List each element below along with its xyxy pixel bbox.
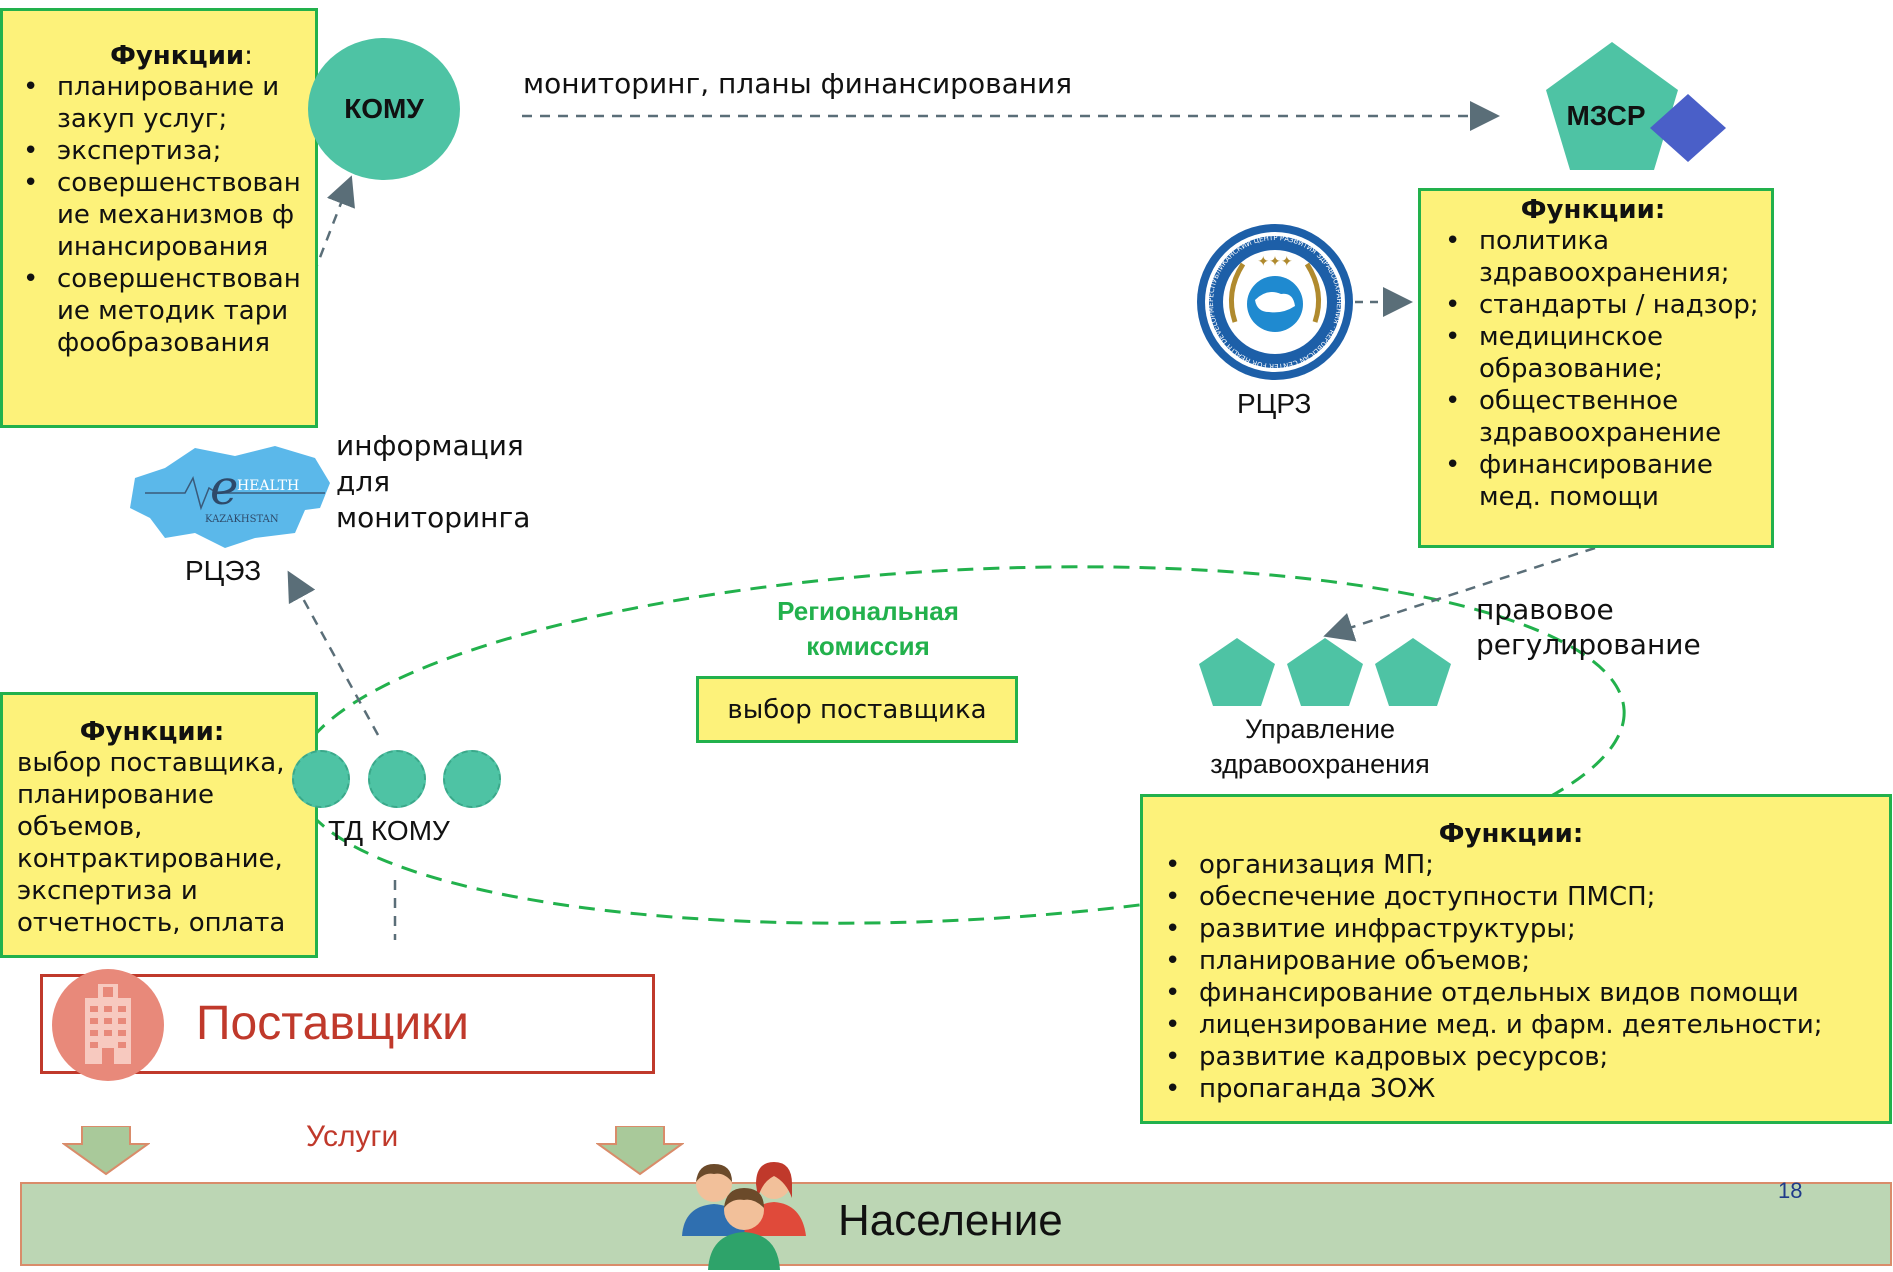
- hospital-icon: [52, 969, 164, 1081]
- komu-functions-title: Функции:: [110, 41, 253, 71]
- mzsr-diamond: [1650, 94, 1726, 162]
- health-admin-function-item: финансирование отдельных видов помощи: [1165, 977, 1879, 1009]
- health-admin-label: Управление здравоохранения: [1210, 714, 1430, 779]
- regional-commission-title: Региональная комиссия: [777, 596, 959, 661]
- td-komu-functions-title: Функции:: [79, 717, 225, 747]
- health-admin-function-item: пропаганда ЗОЖ: [1165, 1073, 1879, 1105]
- komu-label: КОМУ: [344, 93, 424, 124]
- providers-label: Поставщики: [196, 997, 469, 1050]
- mzsr-node: [1546, 42, 1726, 170]
- page-number: 18: [1778, 1178, 1803, 1203]
- health-admin-node: [1199, 638, 1451, 706]
- services-arrow-left: [62, 1126, 150, 1176]
- health-admin-function-item: развитие кадровых ресурсов;: [1165, 1041, 1879, 1073]
- ehealth-country-text: KAZAKHSTAN: [205, 514, 279, 525]
- komu-function-item: совершенствование методик тарифообразова…: [23, 263, 305, 359]
- mzsr-function-item: стандарты / надзор;: [1445, 289, 1765, 321]
- td-komu-label: ТД КОМУ: [328, 815, 450, 846]
- mzsr-function-item: общественное здравоохранение: [1445, 385, 1765, 449]
- td-komu-to-rcez-arrow: [287, 570, 380, 736]
- health-admin-function-item: лицензирование мед. и фарм. деятельности…: [1165, 1009, 1879, 1041]
- ehealth-kazakhstan-logo: e HEALTH KAZAKHSTAN: [130, 446, 330, 548]
- mzsr-label: МЗСР: [1566, 100, 1646, 131]
- mzsr-functions-title: Функции:: [1520, 195, 1666, 225]
- health-admin-function-item: обеспечение доступности ПМСП;: [1165, 881, 1879, 913]
- mzsr-function-item: финансирование мед. помощи: [1445, 449, 1765, 513]
- info-monitoring-label: информация для мониторинга: [336, 429, 531, 534]
- rcrz-label: РЦРЗ: [1237, 388, 1312, 419]
- provider-selection-label: выбор поставщика: [727, 694, 987, 725]
- ehealth-health-text: HEALTH: [237, 478, 299, 494]
- svg-text:✦✦✦: ✦✦✦: [1257, 254, 1292, 270]
- komu-function-item: совершенствование механизмов финансирова…: [23, 167, 305, 263]
- legal-regulation-arrow: [1323, 546, 1596, 642]
- health-admin-pentagon: [1287, 638, 1363, 706]
- komu-functions-box: Функции: планирование и закуп услуг; экс…: [0, 8, 318, 428]
- td-komu-functions-text: выбор поставщика, планирование объемов, …: [17, 748, 286, 938]
- komu-node: КОМУ: [308, 38, 460, 180]
- mzsr-function-item: медицинское образование;: [1445, 321, 1765, 385]
- legal-regulation-label: правовое регулирование: [1476, 593, 1701, 661]
- population-bar: [20, 1182, 1892, 1266]
- health-admin-functions-title: Функции:: [1438, 819, 1584, 849]
- td-komu-node: [292, 750, 350, 808]
- komu-function-item: планирование и закуп услуг;: [23, 71, 305, 135]
- health-admin-functions-box: Функции: организация МП; обеспечение дос…: [1140, 794, 1892, 1124]
- mzsr-functions-box: Функции: политика здравоохранения; станд…: [1418, 188, 1774, 548]
- ehealth-e: e: [210, 460, 238, 516]
- health-admin-pentagon: [1375, 638, 1451, 706]
- td-komu-node: [443, 750, 501, 808]
- td-komu-node: [368, 750, 426, 808]
- mzsr-function-item: политика здравоохранения;: [1445, 225, 1765, 289]
- population-label: Население: [838, 1196, 1063, 1245]
- rcrz-seal-icon: РЕСПУБЛИКАНСКИЙ ЦЕНТР РАЗВИТИЯ ЗДРАВООХР…: [1195, 222, 1353, 380]
- health-admin-function-item: планирование объемов;: [1165, 945, 1879, 977]
- people-icon: [682, 1162, 806, 1270]
- services-arrow-right: [596, 1126, 684, 1176]
- health-admin-pentagon: [1199, 638, 1275, 706]
- services-label: Услуги: [306, 1120, 399, 1153]
- health-admin-function-item: организация МП;: [1165, 849, 1879, 881]
- monitoring-label: мониторинг, планы финансирования: [523, 67, 1073, 100]
- health-admin-function-item: развитие инфраструктуры;: [1165, 913, 1879, 945]
- mzsr-pentagon: [1546, 42, 1678, 170]
- rcez-label: РЦЭЗ: [185, 555, 262, 586]
- td-komu-functions-box: Функции: выбор поставщика, планирование …: [0, 692, 318, 958]
- provider-selection-box: выбор поставщика: [696, 676, 1018, 743]
- komu-function-item: экспертиза;: [23, 135, 305, 167]
